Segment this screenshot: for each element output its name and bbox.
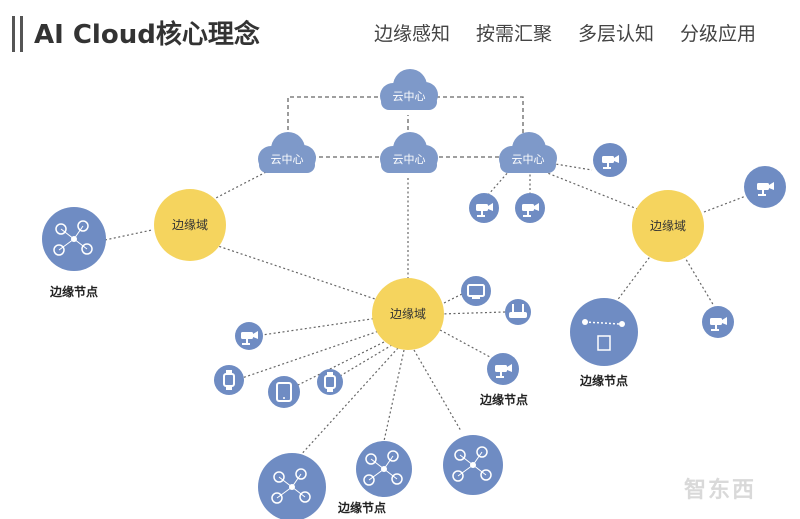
- svg-text:边缘域: 边缘域: [650, 219, 686, 233]
- title-bar-right: [20, 16, 23, 52]
- router-node: [505, 299, 531, 325]
- header: AI Cloud核心理念 边缘感知 按需汇聚 多层认知 分级应用: [0, 0, 800, 70]
- edge-domain-center: 边缘域: [372, 278, 444, 350]
- camera-node-center-left: [235, 322, 263, 350]
- tablet-node: [268, 376, 300, 408]
- camera-node-far-right: [744, 166, 786, 208]
- tv-node: [461, 276, 491, 306]
- monitor-scene-icon: [582, 319, 625, 351]
- watch-node-left: [214, 365, 244, 395]
- svg-text:云中心: 云中心: [512, 153, 545, 166]
- edge-domain-right: 边缘域: [632, 190, 704, 262]
- title-bar-left: [12, 16, 15, 52]
- camera-node-right-lower: [702, 306, 734, 338]
- cloud-center-right: 云中心: [499, 132, 557, 173]
- camera-node-top-right: [593, 143, 627, 177]
- cloud-center-top: 云中心: [380, 69, 438, 110]
- watch-node-right: [317, 369, 343, 395]
- svg-text:边缘域: 边缘域: [390, 307, 426, 321]
- edge-node-bottom-center: [356, 441, 412, 497]
- svg-text:边缘节点: 边缘节点: [579, 373, 628, 388]
- edge-links: [104, 161, 747, 459]
- edge-node-left: 边缘节点: [42, 207, 106, 299]
- svg-text:云中心: 云中心: [393, 90, 426, 103]
- edge-node-bottom-right: [443, 435, 503, 495]
- slogan-edge-sensing: 边缘感知: [373, 23, 450, 45]
- svg-text:边缘节点: 边缘节点: [479, 392, 528, 407]
- svg-text:边缘域: 边缘域: [172, 218, 208, 232]
- slogan-hierarchical-application: 分级应用: [679, 23, 756, 45]
- edge-node-right: 边缘节点: [570, 298, 638, 388]
- svg-text:云中心: 云中心: [271, 153, 304, 166]
- svg-text:云中心: 云中心: [393, 153, 426, 166]
- cloud-center-left: 云中心: [258, 132, 316, 173]
- cloud-center-middle: 云中心: [380, 132, 438, 173]
- edge-node-bottom-label: 边缘节点: [337, 500, 386, 515]
- camera-node-cloud-right: [515, 193, 545, 223]
- page-title: AI Cloud核心理念: [34, 20, 260, 50]
- slogan-on-demand-aggregation: 按需汇聚: [475, 23, 552, 45]
- watermark-logo: 智东西: [684, 478, 757, 503]
- edge-node-bottom-left: [258, 453, 326, 519]
- camera-node-cloud-left: [469, 193, 499, 223]
- svg-text:边缘节点: 边缘节点: [49, 284, 98, 299]
- slogan-multi-layer-cognition: 多层认知: [577, 23, 654, 45]
- edge-domain-left: 边缘域: [154, 189, 226, 261]
- camera-node-center-right: 边缘节点: [479, 353, 528, 407]
- slogan-list: 边缘感知 按需汇聚 多层认知 分级应用: [374, 19, 756, 46]
